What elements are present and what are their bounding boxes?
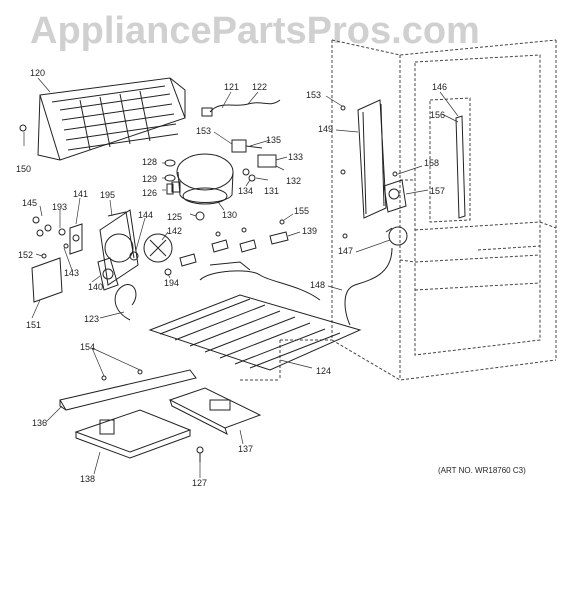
callout-193: 193 <box>52 202 67 212</box>
callout-154: 154 <box>80 342 95 352</box>
plate-137 <box>168 387 262 435</box>
callout-156: 156 <box>430 110 445 120</box>
heater-146-156 <box>455 115 466 219</box>
washer-143 <box>63 243 69 249</box>
callout-149: 149 <box>318 124 333 134</box>
brackets-139 <box>179 219 289 267</box>
callout-127: 127 <box>192 478 207 488</box>
condenser-124 <box>148 261 362 371</box>
watermark-text: AppliancePartsPros.com <box>30 10 480 52</box>
callout-124: 124 <box>316 366 331 376</box>
callout-135: 135 <box>266 135 281 145</box>
rear-access-cover-120 <box>37 77 186 161</box>
tube-123 <box>114 284 137 321</box>
rail-136 <box>59 369 197 411</box>
callout-122: 122 <box>252 82 267 92</box>
screw-152 <box>41 253 47 259</box>
motor-147 <box>385 226 408 246</box>
drain-pan-138 <box>74 409 192 459</box>
callout-142: 142 <box>167 226 182 236</box>
callout-150: 150 <box>16 164 31 174</box>
screw-194 <box>164 268 172 276</box>
callout-120: 120 <box>30 68 45 78</box>
grommets-128-129-126 <box>164 159 176 195</box>
callout-130: 130 <box>222 210 237 220</box>
callout-136: 136 <box>32 418 47 428</box>
callout-148: 148 <box>310 280 325 290</box>
callout-128: 128 <box>142 157 157 167</box>
bracket-141 <box>69 223 83 255</box>
drain-tube-148 <box>344 247 393 326</box>
screw-150 <box>19 124 27 132</box>
callout-151: 151 <box>26 320 41 330</box>
callout-139: 139 <box>302 226 317 236</box>
screw-153c <box>342 233 348 239</box>
callout-153-right: 153 <box>306 90 321 100</box>
callout-143: 143 <box>64 268 79 278</box>
callout-137: 137 <box>238 444 253 454</box>
callout-146: 146 <box>432 82 447 92</box>
grommet-144 <box>129 251 139 261</box>
callout-194: 194 <box>164 278 179 288</box>
callout-125: 125 <box>167 212 182 222</box>
callout-140: 140 <box>88 282 103 292</box>
callout-152: 152 <box>18 250 33 260</box>
cabinet-outline <box>240 39 557 381</box>
callout-141: 141 <box>73 189 88 199</box>
cover-151 <box>31 257 63 303</box>
callout-153-top: 153 <box>196 126 211 136</box>
fan-shroud-195 <box>99 209 139 286</box>
screw-127 <box>196 446 204 462</box>
damper-157 <box>383 171 407 213</box>
callout-121: 121 <box>224 82 239 92</box>
callout-131: 131 <box>264 186 279 196</box>
grommet-125 <box>195 211 205 221</box>
fan-motor-140 <box>97 257 119 291</box>
art-number: (ART NO. WR18760 C3) <box>438 466 526 475</box>
callout-195: 195 <box>100 190 115 200</box>
clips-145-193 <box>32 216 66 237</box>
screw-153 <box>340 105 346 111</box>
relay-135 <box>231 139 263 153</box>
overload-133 <box>242 154 277 182</box>
callout-133: 133 <box>288 152 303 162</box>
leader-lines <box>23 77 459 478</box>
callout-129: 129 <box>142 174 157 184</box>
fan-blade-142 <box>143 233 173 263</box>
power-cord-121-122 <box>201 99 281 117</box>
callout-155: 155 <box>294 206 309 216</box>
callout-158: 158 <box>424 158 439 168</box>
callout-144: 144 <box>138 210 153 220</box>
callout-157: 157 <box>430 186 445 196</box>
callout-134: 134 <box>238 186 253 196</box>
callout-147: 147 <box>338 246 353 256</box>
callout-labels: 120 150 121 122 153 135 128 129 126 133 … <box>16 68 447 488</box>
callout-132: 132 <box>286 176 301 186</box>
screws-154 <box>101 369 143 381</box>
callout-123: 123 <box>84 314 99 324</box>
screw-153b <box>340 169 346 175</box>
callout-145: 145 <box>22 198 37 208</box>
callout-126: 126 <box>142 188 157 198</box>
compressor-130 <box>171 153 234 205</box>
channel-149 <box>357 99 387 219</box>
callout-138: 138 <box>80 474 95 484</box>
